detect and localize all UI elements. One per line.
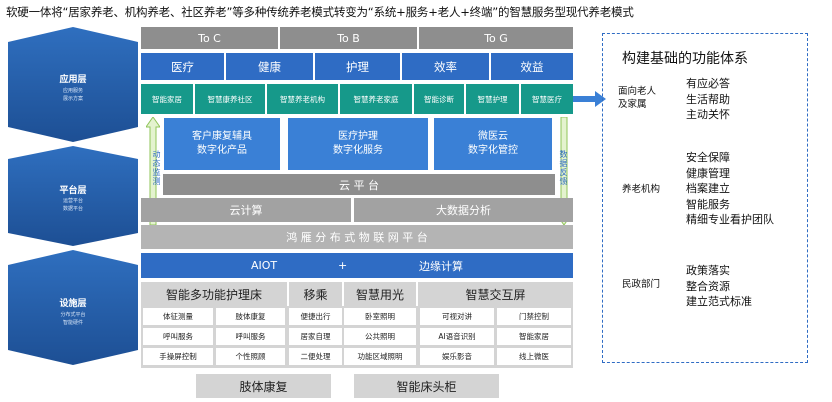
layer-shape — [8, 27, 138, 142]
device-feature: 体征测量 — [143, 308, 213, 325]
layer-label: 平台层 — [59, 186, 87, 196]
app-module: 智慧医疗 — [521, 84, 573, 114]
device-feature: 呼叫服务 — [143, 328, 213, 345]
layer-shape — [8, 250, 138, 365]
device-feature: 便捷出行 — [289, 308, 342, 325]
device-feature: 卧室照明 — [344, 308, 416, 325]
group-item: 建立范式标准 — [686, 295, 752, 308]
group-item: 安全保障 — [686, 151, 730, 164]
cloud-platform: 云 平 台 — [163, 174, 555, 195]
device-feature: 二便处理 — [289, 348, 342, 365]
device-feature: 居家自理 — [289, 328, 342, 345]
device-feature: 门禁控制 — [497, 308, 571, 325]
layer-label: 设施层 — [59, 299, 87, 309]
device-feature: 手操屏控制 — [143, 348, 213, 365]
group-item: 健康管理 — [686, 166, 730, 180]
device-feature: 智能家居 — [497, 328, 571, 345]
app-module: 智慧护理 — [466, 84, 519, 114]
layer-sublabel: 应用服务 展示方案 — [62, 88, 83, 102]
bottom-item: 肢体康复 — [196, 374, 331, 398]
layer-sublabel: 运营平台 数据平台 — [62, 198, 83, 212]
panel-title: 构建基础的功能体系 — [622, 51, 748, 67]
group-items: 政策落实 整合资源 建立范式标准 — [686, 263, 752, 310]
feedback-label: 数据反馈 — [559, 150, 568, 186]
cloud-computing: 云计算 — [141, 198, 351, 222]
monitor-label: 动态监测 — [152, 150, 161, 186]
product-line: 数字化服务 — [333, 145, 383, 156]
bottom-item: 智能床头柜 — [354, 374, 499, 398]
group-items: 安全保障 健康管理 档案建立 智能服务 精细专业看护团队 — [686, 150, 774, 228]
value-box: 医疗 — [141, 53, 224, 80]
value-box: 健康 — [226, 53, 313, 80]
arrow-right-icon — [573, 91, 606, 107]
app-module: 智能诊断 — [414, 84, 464, 114]
value-box: 效率 — [402, 53, 489, 80]
plus-label: + — [338, 259, 348, 272]
product-line: 数字化产品 — [197, 145, 247, 156]
device-feature: AI语音识别 — [420, 328, 494, 345]
infrastructure-layer: 设施层 分布式平台 智能硬件 — [8, 250, 138, 365]
group-label: 养老机构 — [622, 184, 661, 195]
device-feature: 可视对讲 — [420, 308, 494, 325]
edge-label: 边缘计算 — [419, 259, 463, 273]
product-line: 客户康复辅具 — [192, 131, 252, 142]
group-items: 有应必答 生活帮助 主动关怀 — [686, 76, 730, 123]
group-item: 整合资源 — [686, 279, 730, 293]
app-module: 智慧养老机构 — [267, 84, 338, 114]
to-c-box: To C — [141, 27, 278, 49]
platform-layer: 平台层 运营平台 数据平台 — [8, 146, 138, 246]
group-label: 民政部门 — [622, 279, 661, 290]
product-line: 微医云 — [478, 131, 508, 142]
group-item: 主动关怀 — [686, 108, 730, 121]
device-header: 智慧交互屏 — [418, 282, 573, 306]
aiot-bar: AIOT + 边缘计算 — [141, 253, 573, 278]
aiot-label: AIOT — [251, 259, 278, 272]
layer-label: 应用层 — [59, 75, 87, 85]
device-header: 智慧用光 — [344, 282, 416, 306]
device-feature: 个性照顾 — [216, 348, 285, 365]
product-line: 医疗护理 — [338, 131, 378, 142]
device-feature: 娱乐影音 — [420, 348, 494, 365]
to-g-box: To G — [419, 27, 573, 49]
group-item: 生活帮助 — [686, 92, 730, 106]
device-feature: 呼叫服务 — [216, 328, 285, 345]
group-item: 政策落实 — [686, 264, 730, 277]
group-label: 面向老人 及家属 — [618, 86, 657, 110]
page-title: 软硬一体将“居家养老、机构养老、社区养老”等多种传统养老模式转变为“系统+服务+… — [6, 5, 634, 19]
app-module: 智慧养老家庭 — [340, 84, 412, 114]
layer-sublabel: 分布式平台 智能硬件 — [60, 312, 86, 326]
device-feature: 肢体康复 — [216, 308, 285, 325]
app-module: 智能家居 — [141, 84, 193, 114]
to-b-box: To B — [280, 27, 417, 49]
group-item: 档案建立 — [686, 182, 730, 195]
application-layer: 应用层 应用服务 展示方案 — [8, 27, 138, 142]
function-system-panel — [602, 33, 808, 363]
device-feature: 公共照明 — [344, 328, 416, 345]
device-header: 移乘 — [289, 282, 342, 306]
big-data: 大数据分析 — [354, 198, 573, 222]
iot-platform: 鸿 雁 分 布 式 物 联 网 平 台 — [141, 225, 573, 249]
device-header: 智能多功能护理床 — [141, 282, 287, 306]
product-box: 客户康复辅具 数字化产品 — [164, 118, 280, 170]
layer-shape — [8, 146, 138, 246]
app-module: 智慧康养社区 — [195, 84, 265, 114]
product-line: 数字化管控 — [468, 145, 518, 156]
value-box: 效益 — [491, 53, 573, 80]
product-box: 医疗护理 数字化服务 — [288, 118, 428, 170]
device-feature: 线上微医 — [497, 348, 571, 365]
group-item: 有应必答 — [686, 77, 730, 90]
group-item: 智能服务 — [686, 197, 730, 211]
product-box: 微医云 数字化管控 — [434, 118, 552, 170]
value-box: 护理 — [315, 53, 400, 80]
arrow-up-icon — [146, 117, 160, 225]
group-item: 精细专业看护团队 — [686, 213, 774, 226]
device-feature: 功能区域照明 — [344, 348, 416, 365]
